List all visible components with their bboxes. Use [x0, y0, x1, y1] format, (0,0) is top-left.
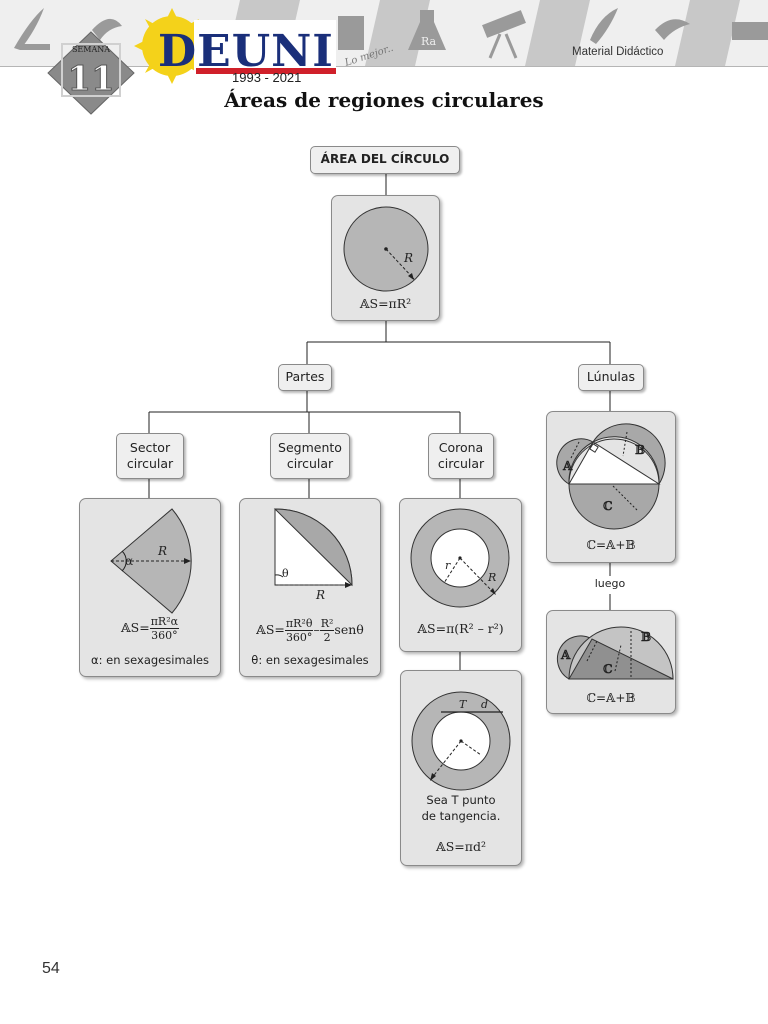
- flask-label: Ra: [421, 35, 437, 48]
- dove-icon: [92, 18, 122, 40]
- lunulas-formula: ℂ=𝔸+𝔹: [586, 538, 636, 552]
- tangent-note: Sea T punto de tangencia.: [421, 793, 501, 823]
- region-c-label: ℂ: [603, 662, 613, 676]
- lunulas-panel-2: 𝔸 𝔹 ℂ ℂ=𝔸+𝔹: [546, 610, 676, 714]
- book-stack-icon: [338, 16, 364, 50]
- lunulas-figure-2: 𝔸 𝔹 ℂ: [556, 626, 674, 680]
- radius-label: R: [157, 544, 167, 558]
- lunulas-figure: 𝔸 𝔹 ℂ: [556, 423, 666, 530]
- radius-label: R: [403, 251, 413, 265]
- segmento-note: θ: en sexagesimales: [251, 653, 369, 667]
- deuni-logo: DEUNI Lo mejor...: [134, 8, 394, 84]
- root-label: ÁREA DEL CÍRCULO: [310, 146, 460, 174]
- corona-figure: r R: [410, 508, 510, 608]
- corona-area-formula: 𝔸S=π(R² – r²): [417, 621, 504, 636]
- page-title: Áreas de regiones circulares: [224, 88, 544, 112]
- lunulas-label: Lúnulas: [578, 364, 644, 391]
- luego-connector: luego: [594, 577, 626, 590]
- sector-label: Sector circular: [116, 433, 184, 479]
- circle-area-formula: 𝔸S=πR²: [359, 296, 412, 311]
- segmento-figure: θ R: [273, 508, 353, 602]
- badge-label: SEMANA: [72, 45, 110, 54]
- small-radius-label: r: [445, 559, 451, 572]
- quill-icon: [14, 8, 44, 50]
- sector-note: α: en sexagesimales: [91, 653, 209, 667]
- page-number: 54: [42, 960, 60, 977]
- book-icon: [732, 22, 768, 40]
- telescope-icon: [482, 10, 526, 59]
- quill-icon: [590, 8, 618, 44]
- big-radius-label: R: [487, 571, 496, 584]
- partes-label: Partes: [278, 364, 332, 391]
- corona-tangent-panel: T d Sea T punto de tangencia. 𝔸S=πd²: [400, 670, 522, 866]
- tangent-area-formula: 𝔸S=πd²: [436, 839, 486, 854]
- region-c-label: ℂ: [603, 499, 613, 513]
- week-number: 11: [67, 59, 114, 99]
- region-b-label: 𝔹: [635, 443, 645, 457]
- segmento-label: Segmento circular: [270, 433, 350, 479]
- corona-panel: r R 𝔸S=π(R² – r²): [399, 498, 522, 652]
- header-stripe: [525, 0, 590, 66]
- lunulas-panel: 𝔸 𝔹 ℂ ℂ=𝔸+𝔹: [546, 411, 676, 563]
- corona-label: Corona circular: [428, 433, 494, 479]
- region-b-label: 𝔹: [641, 630, 651, 644]
- flask-icon: [408, 10, 446, 50]
- material-label: Material Didáctico: [572, 46, 664, 58]
- years-label: 1993 - 2021: [232, 70, 302, 85]
- book-icon: [20, 44, 50, 50]
- chord-label: d: [481, 698, 488, 711]
- dove-icon: [655, 19, 690, 40]
- lunulas-formula-2: ℂ=𝔸+𝔹: [586, 691, 636, 705]
- radius-label: R: [315, 588, 325, 602]
- region-a-label: 𝔸: [562, 459, 573, 473]
- week-badge: SEMANA 11: [47, 31, 135, 115]
- angle-label: θ: [282, 567, 289, 580]
- header-stripe: [675, 0, 740, 66]
- angle-label: α: [125, 554, 133, 568]
- circle-panel: R 𝔸S=πR²: [331, 195, 440, 321]
- tangent-label: T: [459, 698, 468, 711]
- corona-tangent-figure: T d: [411, 691, 511, 791]
- circle-figure: R: [343, 206, 429, 292]
- region-a-label: 𝔸: [560, 648, 571, 662]
- sector-figure: α R: [110, 508, 192, 614]
